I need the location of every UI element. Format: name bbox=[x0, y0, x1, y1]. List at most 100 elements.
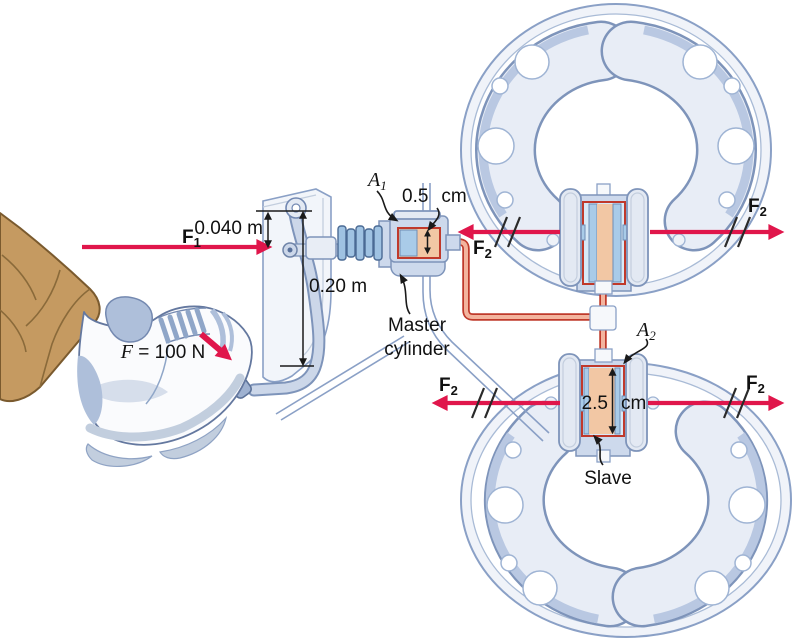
lace-edge bbox=[157, 307, 207, 319]
brake-shoe-right bbox=[603, 23, 755, 249]
slave-piston-left bbox=[588, 203, 598, 283]
label-slave-bore-value: 2.5 bbox=[582, 393, 608, 414]
brake-shoe-right bbox=[614, 403, 766, 625]
shoe-tongue bbox=[105, 296, 153, 343]
shoe-lining-right bbox=[653, 432, 767, 624]
shoe-anchor-pin bbox=[546, 233, 560, 247]
shoe-anchor-pin bbox=[672, 233, 686, 247]
shoe-lining-right bbox=[643, 25, 754, 218]
slave-cap-right-line bbox=[630, 192, 645, 283]
tee-junction bbox=[589, 305, 617, 331]
trouser-leg bbox=[0, 212, 101, 403]
shoe-shading bbox=[96, 379, 168, 403]
label-master-line2: cylinder bbox=[384, 339, 450, 360]
slave-piston-right bbox=[614, 367, 621, 435]
trouser-fold bbox=[0, 309, 27, 353]
shoe-lining-left bbox=[485, 432, 599, 624]
label-f2-top-left: F2 bbox=[473, 238, 492, 261]
drum-hole bbox=[717, 127, 755, 165]
slave-cap-right bbox=[625, 353, 648, 452]
label-f1: F1 bbox=[182, 227, 201, 250]
label-0040m: 0.040 m bbox=[194, 218, 263, 239]
master-cylinder bbox=[378, 210, 461, 277]
clevis-pin-center bbox=[287, 247, 293, 253]
leader-master bbox=[399, 273, 411, 315]
slave-cap-left bbox=[558, 353, 581, 452]
brake-shoe-left bbox=[477, 23, 629, 249]
slave-port bbox=[594, 348, 613, 363]
top-slave-cylinder bbox=[559, 183, 649, 295]
label-a1: A1 bbox=[366, 169, 387, 193]
leader-a2 bbox=[623, 338, 649, 365]
drum-hole bbox=[730, 441, 748, 459]
drum-hole bbox=[496, 191, 514, 209]
sole-shadow bbox=[159, 415, 228, 460]
drum-hole bbox=[500, 554, 518, 572]
slave-piston-right bbox=[612, 203, 622, 283]
heel-patch bbox=[77, 355, 103, 425]
label-f2-bottom-right: F2 bbox=[746, 373, 765, 396]
label-master-line1: Master bbox=[388, 315, 447, 336]
drum-hole bbox=[486, 486, 524, 524]
slave-cap-left-line bbox=[563, 192, 578, 283]
slave-cap-left bbox=[559, 188, 582, 287]
applied-force-arrow bbox=[199, 331, 232, 361]
floor-line bbox=[275, 335, 405, 415]
leader-a1 bbox=[376, 190, 399, 222]
drum-hole bbox=[718, 191, 736, 209]
sole-shadow bbox=[85, 443, 153, 467]
brake-line-main-fill bbox=[446, 240, 590, 319]
trouser-fold bbox=[1, 254, 37, 301]
dimension-lines bbox=[256, 190, 649, 466]
force-arrows bbox=[82, 216, 785, 419]
drum-hole bbox=[694, 570, 730, 606]
brake-shoe-left bbox=[486, 403, 638, 625]
label-slave-bore-unit: cm bbox=[621, 393, 646, 414]
leader-slave bbox=[592, 434, 604, 466]
top-brake-drum bbox=[460, 3, 772, 297]
label-020m: 0.20 m bbox=[309, 276, 367, 297]
sole-edge bbox=[85, 373, 245, 442]
label-applied-force: F = 100 N bbox=[120, 341, 206, 363]
trouser-fold bbox=[25, 269, 61, 327]
master-piston bbox=[399, 229, 418, 257]
slave-cap-right-line bbox=[629, 357, 644, 448]
floor-line bbox=[280, 341, 410, 421]
hydraulic-lines bbox=[446, 238, 617, 352]
slave-cap-right bbox=[626, 188, 649, 287]
label-f2-bottom-left: F2 bbox=[439, 375, 458, 398]
slave-fluid bbox=[597, 204, 613, 282]
master-top-ridge bbox=[393, 210, 441, 220]
drum-hole bbox=[734, 554, 752, 572]
shoe-seam bbox=[145, 345, 169, 405]
slave-port bbox=[594, 280, 613, 295]
output-port bbox=[445, 234, 461, 251]
drum-hole bbox=[514, 44, 550, 80]
firewall-line bbox=[429, 183, 550, 434]
bleeder-fitting bbox=[596, 449, 611, 463]
pivot-bolt-center bbox=[291, 203, 301, 213]
slave-cap-left-line bbox=[562, 357, 577, 448]
drum-hole bbox=[477, 127, 515, 165]
pushrod-sleeve bbox=[305, 236, 337, 260]
drum-hole bbox=[682, 44, 718, 80]
lace-bars bbox=[158, 307, 207, 344]
drum-hole bbox=[723, 77, 741, 95]
label-slave: Slave bbox=[584, 468, 632, 489]
label-a2: A2 bbox=[635, 319, 656, 343]
label-f2-top-right: F2 bbox=[748, 196, 767, 219]
pushrod-boot bbox=[337, 225, 383, 261]
leader-05cm bbox=[427, 207, 440, 232]
drum-hole bbox=[728, 486, 766, 524]
drum-hole bbox=[491, 77, 509, 95]
bottom-brake-drum bbox=[460, 362, 792, 638]
drum-hole bbox=[522, 570, 558, 606]
trouser-cuff bbox=[39, 288, 91, 388]
break-marks bbox=[470, 216, 752, 419]
firewall-line bbox=[422, 183, 544, 442]
drum-hole bbox=[504, 441, 522, 459]
firewall-and-floor bbox=[275, 183, 550, 442]
